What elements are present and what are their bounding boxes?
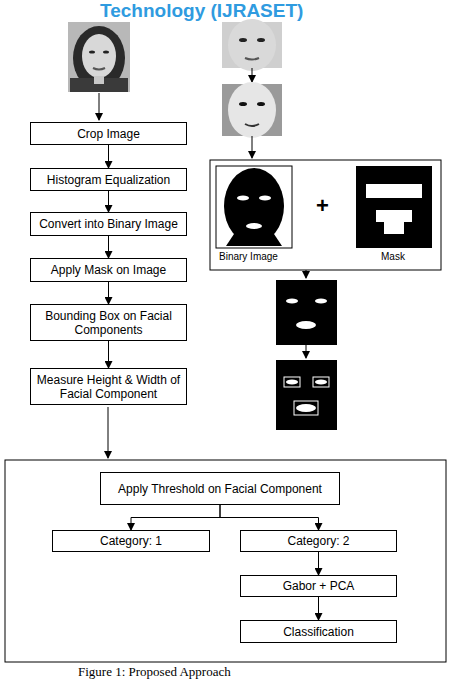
flow-arrow	[131, 505, 220, 530]
flow-arrow	[108, 145, 109, 168]
flow-arrow	[108, 236, 109, 258]
plus-sign: +	[316, 194, 329, 218]
process-box: Crop Image	[30, 122, 187, 145]
box-text: Bounding Box on Facial Components	[36, 309, 181, 337]
process-box: Bounding Box on Facial Components	[30, 304, 187, 341]
flow-arrow	[318, 552, 319, 575]
box-text: Apply Mask on Image	[51, 263, 166, 277]
process-box: Histogram Equalization	[30, 168, 187, 191]
equalized-face	[222, 82, 282, 138]
arrow-line	[252, 68, 253, 82]
process-box: Category: 2	[240, 530, 397, 552]
process-box: Apply Mask on Image	[30, 258, 187, 282]
flow-arrow	[220, 505, 319, 530]
binary-image	[216, 166, 292, 248]
arrow-line	[99, 93, 100, 120]
bounding-box-image	[276, 360, 337, 430]
arrow-line	[108, 407, 109, 458]
box-text: Histogram Equalization	[47, 173, 170, 187]
box-text: Category: 2	[287, 534, 349, 548]
box-text: Measure Height & Width of Facial Compone…	[36, 373, 181, 401]
box-text: Crop Image	[77, 127, 140, 141]
journal-header: Technology (IJRASET)	[100, 1, 303, 21]
face-photo	[68, 22, 130, 92]
image-label: Binary Image	[219, 251, 278, 263]
mask-image	[356, 166, 432, 248]
box-text: Convert into Binary Image	[39, 217, 178, 231]
panel-frame	[210, 160, 441, 270]
image-label: Mask	[381, 251, 405, 263]
process-box: Classification	[240, 620, 397, 643]
figure-caption: Figure 1: Proposed Approach	[78, 664, 231, 680]
masked-image	[276, 280, 337, 345]
process-box: Category: 1	[52, 530, 210, 552]
process-box: Convert into Binary Image	[30, 212, 187, 236]
arrow-line	[306, 345, 307, 358]
box-text: Classification	[283, 625, 354, 639]
process-box: Apply Threshold on Facial Component	[100, 472, 340, 505]
flow-arrow	[108, 191, 109, 212]
flow-arrow	[318, 597, 319, 620]
cropped-face	[222, 19, 282, 71]
box-text: Apply Threshold on Facial Component	[118, 482, 322, 496]
flow-arrow	[108, 341, 109, 368]
arrow-line	[306, 270, 307, 278]
process-box: Gabor + PCA	[240, 575, 397, 597]
group-frame	[5, 460, 446, 662]
flow-arrow	[108, 282, 109, 304]
process-box: Measure Height & Width of Facial Compone…	[30, 368, 187, 405]
box-text: Gabor + PCA	[283, 579, 355, 593]
box-text: Category: 1	[100, 534, 162, 548]
arrow-line	[252, 136, 253, 158]
